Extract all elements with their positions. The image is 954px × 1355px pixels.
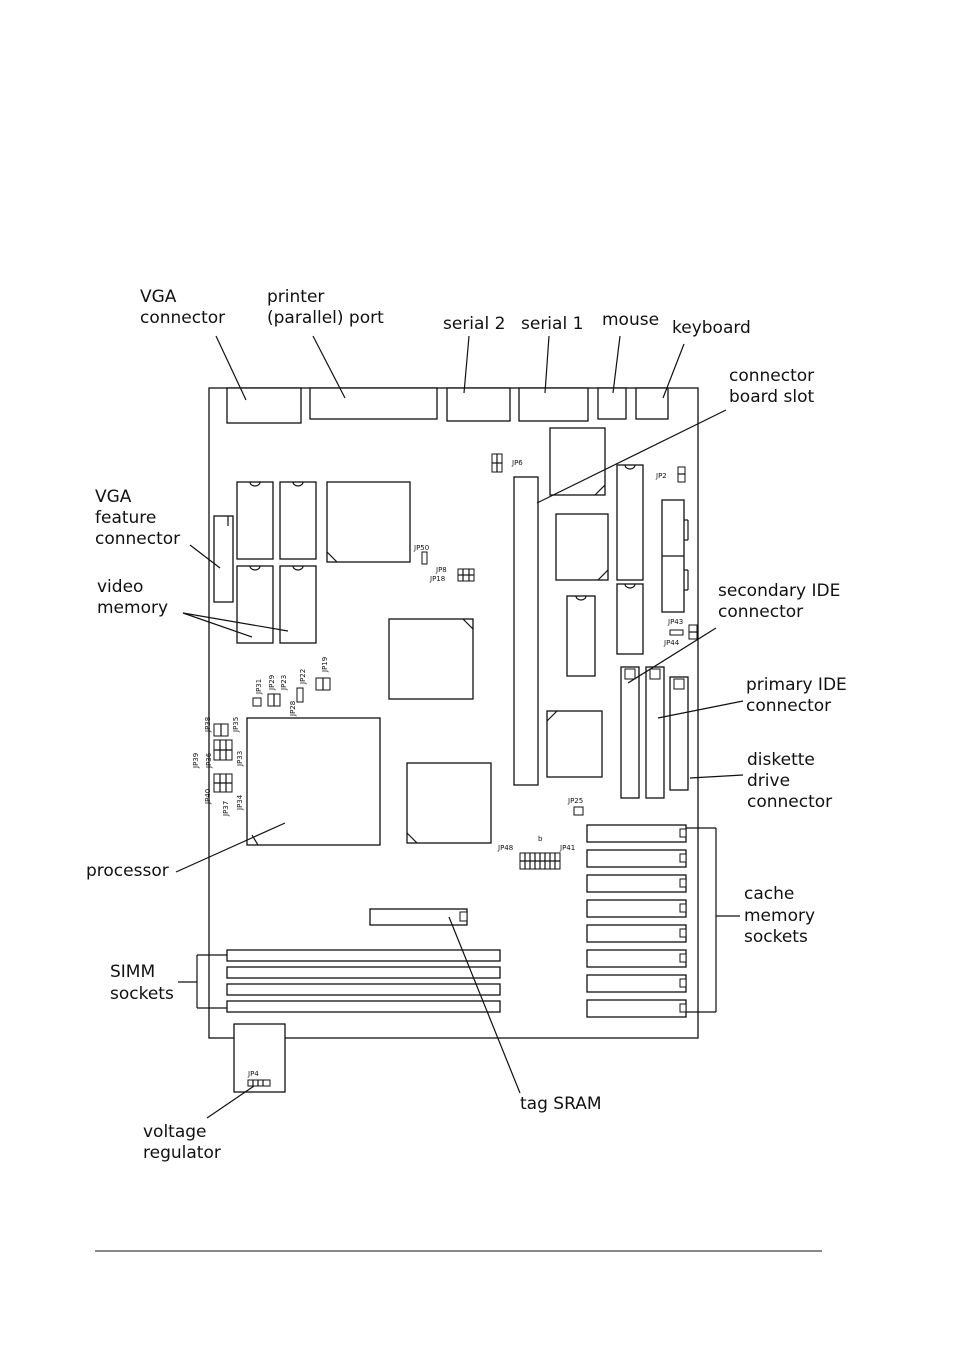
jp4-label: JP4 <box>247 1070 259 1078</box>
cache-socket <box>586 949 687 968</box>
jp8-label: JP8 <box>435 566 447 574</box>
vga-controller-chip <box>326 481 411 563</box>
voltage-regulator-label: voltage regulator <box>143 1122 221 1163</box>
video-memory-chip <box>279 565 317 644</box>
cache-socket <box>586 824 687 843</box>
tag-sram-part <box>369 908 468 926</box>
video-memory-chip <box>279 481 317 560</box>
dip-chip-short <box>616 583 644 655</box>
simm-socket <box>226 983 501 996</box>
kbc-chip <box>546 710 603 778</box>
cache-socket <box>586 874 687 893</box>
serial2-label: serial 2 <box>443 314 505 334</box>
keyboard-label: keyboard <box>672 318 751 338</box>
jp31-label: JP31 <box>255 679 263 695</box>
jp36-label: JP36 <box>205 752 213 769</box>
vga-feature-connector-label: VGA feature connector <box>95 487 180 549</box>
keyboard-port <box>635 387 669 420</box>
cache-socket <box>586 924 687 943</box>
simm-socket <box>226 1000 501 1013</box>
video-memory-chip <box>236 565 274 644</box>
printer-port-label: printer (parallel) port <box>267 287 384 328</box>
vga-feature-connector-part <box>213 515 234 603</box>
mouse-port <box>597 387 627 420</box>
jp44-label: JP44 <box>663 639 680 647</box>
simm-label: SIMM sockets <box>110 962 174 1004</box>
diskette-label: diskette drive connector <box>747 750 832 812</box>
jp19-label: JP19 <box>321 657 329 673</box>
cache-memory-label: cache memory sockets <box>744 884 820 947</box>
tag-sram-label: tag SRAM <box>520 1094 602 1114</box>
jp25-label: JP25 <box>567 797 583 805</box>
jp37-label: JP37 <box>222 801 230 817</box>
bios-chip <box>549 427 606 496</box>
simm-socket <box>226 966 501 979</box>
processor-socket <box>246 717 381 846</box>
cache-socket <box>586 899 687 918</box>
jp50-label: JP50 <box>413 544 429 552</box>
connector-board-slot-part <box>513 476 539 786</box>
primary-ide-label: primary IDE connector <box>746 675 852 716</box>
jumper-blocks <box>213 453 698 1087</box>
jp33-label: JP33 <box>236 751 244 767</box>
cache-socket <box>586 974 687 993</box>
jp35-label: JP35 <box>232 717 240 733</box>
parallel-port <box>309 387 438 420</box>
simm-socket <box>226 949 501 962</box>
vga-connector-port <box>226 387 302 424</box>
callout-lines <box>175 335 744 1119</box>
cache-memory-socket-group <box>586 824 687 1018</box>
jp18-label: JP18 <box>429 575 445 583</box>
serial2-port <box>446 387 511 422</box>
jp23-label: JP23 <box>280 675 288 691</box>
processor-label: processor <box>86 861 169 881</box>
jp34-label: JP34 <box>236 794 244 811</box>
chipset-chip <box>406 762 492 844</box>
serial1-label: serial 1 <box>521 314 583 334</box>
dip-chip-tall <box>616 464 644 581</box>
dip-chip <box>566 595 596 677</box>
jp22-label: JP22 <box>299 669 307 685</box>
jp40-label: JP40 <box>204 789 212 805</box>
mouse-label: mouse <box>602 310 659 330</box>
video-memory-label: video memory <box>97 577 168 618</box>
b-mark: b <box>538 835 543 843</box>
jp48-label: JP48 <box>497 844 513 852</box>
jp6-label: JP6 <box>511 459 523 467</box>
jp28-label: JP28 <box>289 701 297 717</box>
cache-socket <box>586 999 687 1018</box>
jp39-label: JP39 <box>192 753 200 769</box>
io-chip <box>555 513 609 581</box>
diskette-connector-part <box>669 676 689 791</box>
jp41-label: JP41 <box>559 844 575 852</box>
jp29-label: JP29 <box>268 675 276 691</box>
serial1-port <box>518 387 589 422</box>
jp38-label: JP38 <box>204 717 212 733</box>
vga-connector-label: VGA connector <box>140 287 225 328</box>
connector-board-slot-label: connector board slot <box>729 366 820 407</box>
chipset-chip <box>388 618 474 700</box>
jp43-label: JP43 <box>667 618 683 626</box>
secondary-ide-label: secondary IDE connector <box>718 581 846 622</box>
jp2-label: JP2 <box>655 472 667 480</box>
video-memory-chip <box>236 481 274 560</box>
primary-ide-connector-part <box>645 666 665 799</box>
secondary-ide-connector-part <box>620 666 640 799</box>
cache-socket <box>586 849 687 868</box>
